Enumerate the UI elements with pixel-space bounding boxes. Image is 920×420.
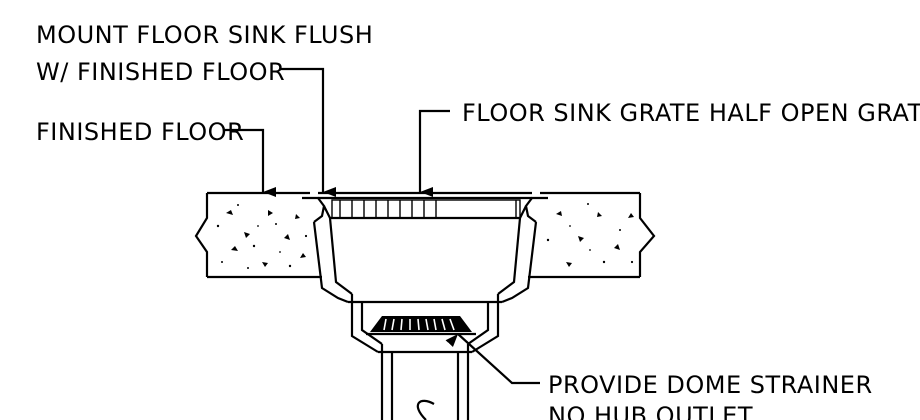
leader-finished-floor: [225, 128, 276, 197]
leader-mount: [281, 67, 336, 197]
leader-grate: [418, 109, 450, 197]
left-concrete-slab: [194, 191, 322, 279]
right-concrete-slab: [528, 191, 656, 279]
left-slab-aggregate: [216, 204, 308, 269]
outlet-label: NO HUB OUTLET: [548, 402, 753, 420]
mount-label-line2: W/ FINISHED FLOOR: [36, 58, 285, 86]
grate-label: FLOOR SINK GRATE HALF OPEN GRATE: [462, 99, 920, 127]
strainer-label: PROVIDE DOME STRAINER: [548, 371, 873, 399]
right-slab-aggregate: [546, 203, 634, 267]
no-hub-outlet-pipe: [380, 344, 470, 420]
finished-floor-label: FINISHED FLOOR: [36, 118, 244, 146]
dome-strainer: [366, 316, 476, 336]
mount-label-line1: MOUNT FLOOR SINK FLUSH: [36, 21, 373, 49]
half-open-grate: [331, 199, 521, 219]
floor-sink-body: [302, 191, 548, 354]
